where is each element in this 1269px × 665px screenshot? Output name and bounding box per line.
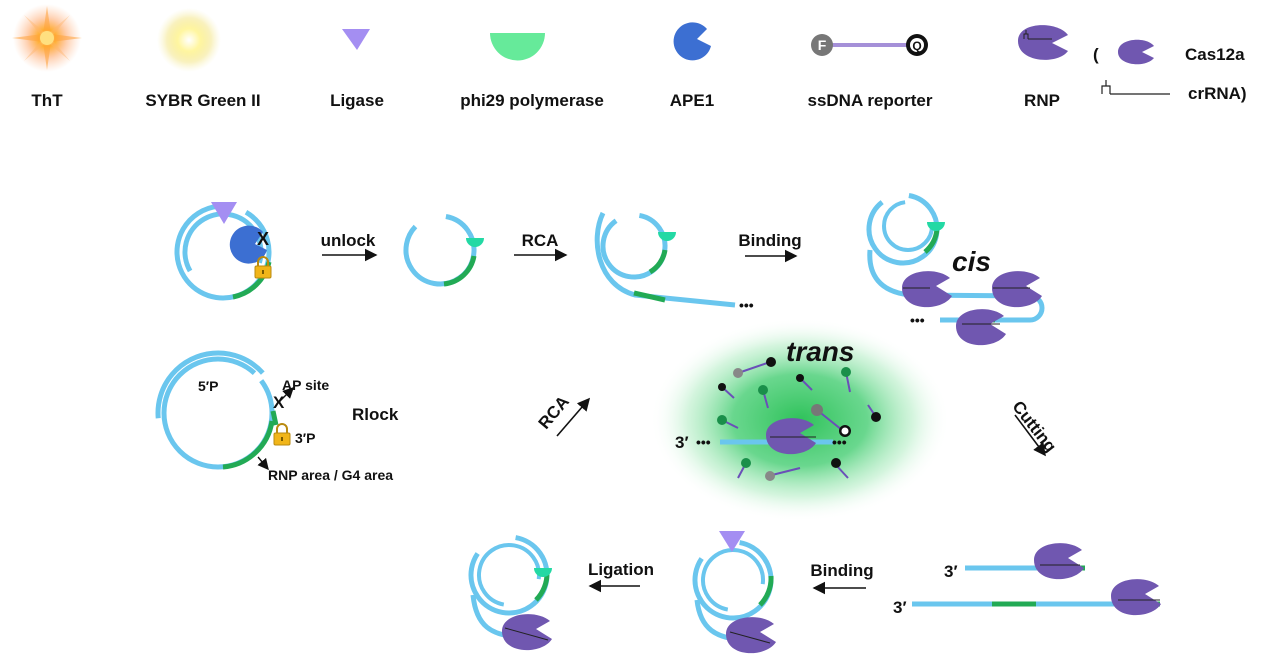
ape1-pacman-icon xyxy=(673,22,711,61)
block-x-mark: X xyxy=(257,229,269,249)
legend-label-rnp: RNP xyxy=(1024,91,1060,110)
cas12a-small-icon xyxy=(1118,39,1154,65)
step-label-ligation: Ligation xyxy=(588,560,654,579)
product-3prime-a: 3′ xyxy=(944,562,958,581)
rlock-3p-label: 3′P xyxy=(295,430,315,446)
step-label-binding-1: Binding xyxy=(738,231,801,250)
ligase-triangle-icon xyxy=(342,29,370,50)
ap-site-x: X xyxy=(273,393,285,412)
legend-label-reporter: ssDNA reporter xyxy=(807,91,932,110)
reporter-q-label: Q xyxy=(912,39,921,53)
rlock-5p-label: 5′P xyxy=(198,378,218,394)
cutting-arrow: Cutting xyxy=(1009,397,1061,457)
legend-label-sybr: SYBR Green II xyxy=(145,91,260,110)
legend-label-phi29: phi29 polymerase xyxy=(460,91,604,110)
ape1-icon xyxy=(229,225,267,264)
rnp-area-label: RNP area / G4 area xyxy=(268,467,393,483)
rca-ellipsis: ••• xyxy=(739,297,754,313)
lock-icon xyxy=(254,256,272,279)
legend: ThT SYBR Green II Ligase phi29 polymeras… xyxy=(12,4,1247,110)
legend-label-cas12a: Cas12a xyxy=(1185,45,1245,64)
trans-ellipsis-left: ••• xyxy=(696,434,711,450)
legend-label-tht: ThT xyxy=(31,91,63,110)
rnp-icon xyxy=(1018,25,1068,60)
legend-open-paren: ( xyxy=(1093,45,1099,64)
legend-label-crrna: crRNA) xyxy=(1188,84,1247,103)
locked-circle: X xyxy=(174,202,272,301)
ap-site-label: AP site xyxy=(282,377,329,393)
phi29-halfcircle-icon xyxy=(490,33,545,61)
cut-products: 3′ 3′ xyxy=(893,543,1161,617)
trans-label: trans xyxy=(786,336,854,367)
crrna-hairpin-icon xyxy=(1101,80,1170,95)
reporters-scattered xyxy=(717,357,881,481)
cis-label: cis xyxy=(952,246,991,277)
trans-3prime: 3′ xyxy=(675,433,689,452)
legend-label-ligase: Ligase xyxy=(330,91,384,110)
ligase-icon xyxy=(211,202,237,224)
tht-glow-icon xyxy=(12,4,82,72)
reporter-f-label: F xyxy=(818,37,827,53)
bound-circle-ligase xyxy=(692,531,776,654)
cis-ellipsis: ••• xyxy=(910,312,925,328)
cis-complex: cis ••• xyxy=(866,192,1045,346)
step-label-rca-1: RCA xyxy=(522,231,559,250)
rca-product: ••• xyxy=(594,211,754,313)
product-3prime-b: 3′ xyxy=(893,598,907,617)
step-label-cutting: Cutting xyxy=(1009,397,1061,456)
rlock-title: Rlock xyxy=(352,405,399,424)
rca-diagonal: RCA xyxy=(535,392,591,437)
rlock-detail: 5′P X AP site 3′P RNP area / G4 area xyxy=(155,350,393,483)
phi29-icon xyxy=(466,238,484,247)
step-label-binding-2: Binding xyxy=(810,561,873,580)
unlocked-circle xyxy=(403,213,484,287)
legend-label-ape1: APE1 xyxy=(670,91,714,110)
step-label-rca-2: RCA xyxy=(535,392,573,432)
step-label-unlock: unlock xyxy=(321,231,376,250)
reporter-icon: F Q xyxy=(811,34,928,56)
final-circle xyxy=(468,534,552,651)
trans-panel: trans 3′ ••• ••• xyxy=(650,318,950,522)
sybr-glow-icon xyxy=(157,8,221,72)
trans-ellipsis-right: ••• xyxy=(832,434,847,450)
